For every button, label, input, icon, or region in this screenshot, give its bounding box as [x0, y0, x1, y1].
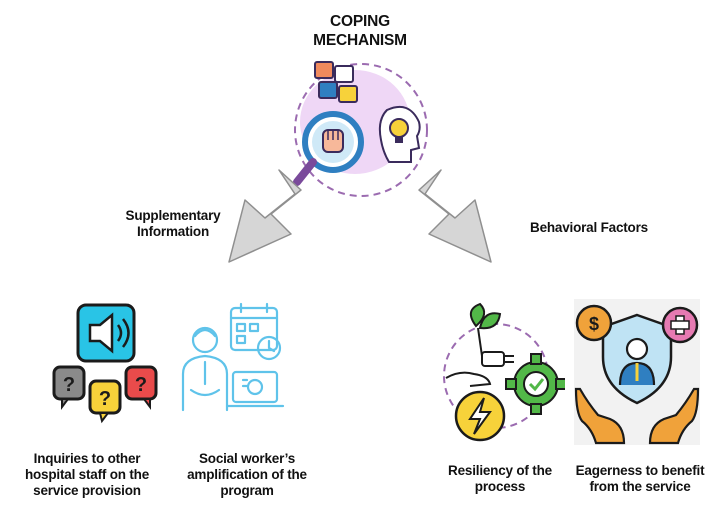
branch-left-line-1: Supplementary	[125, 208, 221, 223]
left-arrow-icon	[215, 168, 315, 268]
item-1-line-1: Inquiries to other	[33, 451, 141, 466]
item-2-line-2: amplification of the	[187, 466, 307, 482]
coping-mechanism-icon	[275, 52, 445, 202]
item-label-eagerness: Eagerness to benefit from the service	[566, 463, 714, 495]
shield-person-coins-hands-icon: $	[572, 297, 702, 447]
branch-right-line-1: Behavioral Factors	[530, 220, 648, 235]
right-arrow-icon	[405, 168, 505, 268]
item-3-line-1: Resiliency of the	[448, 463, 552, 478]
title-line-2: MECHANISM	[313, 32, 407, 50]
item-4-line-1: Eagerness to benefit	[575, 463, 705, 478]
branch-label-left: Supplementary Information	[112, 208, 234, 240]
item-label-inquiries: Inquiries to other hospital staff on the…	[12, 451, 162, 499]
svg-text:?: ?	[63, 374, 75, 396]
branch-label-right: Behavioral Factors	[514, 220, 664, 236]
page-title: COPING MECHANISM	[300, 12, 420, 51]
item-4-line-2: from the service	[589, 478, 691, 494]
item-1-line-2: hospital staff on the	[24, 466, 150, 482]
speaker-question-bubbles-icon: ? ? ?	[50, 297, 165, 427]
svg-text:?: ?	[135, 374, 147, 396]
item-label-social-worker: Social worker’s amplification of the pro…	[174, 451, 320, 499]
title-line-1: COPING	[330, 13, 390, 30]
svg-text:?: ?	[99, 388, 111, 410]
item-2-line-1: Social worker’s	[198, 451, 296, 466]
item-label-resiliency: Resiliency of the process	[432, 463, 568, 495]
svg-text:$: $	[589, 314, 599, 334]
item-2-line-3: program	[220, 482, 274, 498]
item-1-line-3: service provision	[33, 482, 141, 498]
branch-left-line-2: Information	[136, 223, 210, 239]
plant-plug-bolt-gear-icon	[440, 298, 565, 448]
person-calendar-laptop-icon	[173, 300, 298, 425]
item-3-line-2: process	[474, 478, 526, 494]
